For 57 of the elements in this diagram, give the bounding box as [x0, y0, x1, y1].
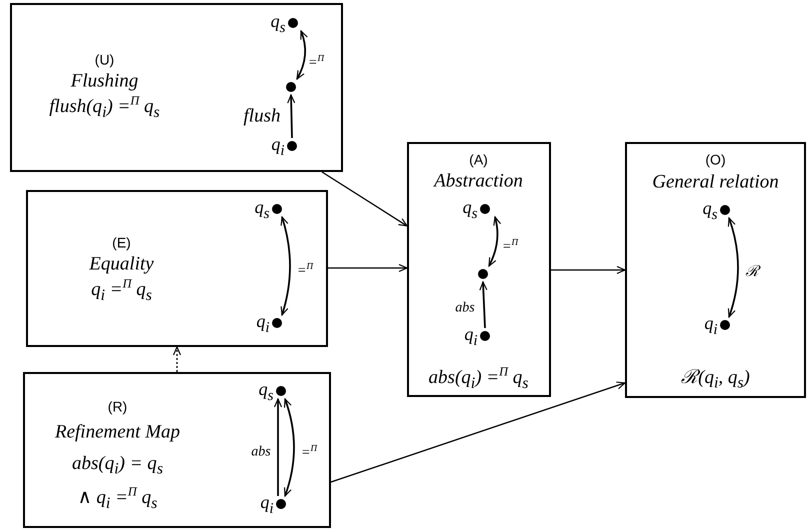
arrow [330, 382, 626, 483]
edge-label: flush [244, 106, 280, 128]
panel-title: Flushing [70, 71, 138, 92]
panel-title: General relation [652, 172, 779, 193]
state-label: q$_{s}$ [258, 380, 274, 404]
state-label: q$_{i}$ [260, 492, 274, 516]
state-label: q$_{s}$ [254, 198, 270, 222]
panel-title: Equality [89, 254, 154, 275]
state-dot [480, 204, 490, 214]
panel-tag: (O) [705, 152, 726, 168]
formula: flush(q$_{i}$) =$^{Π}$ q$_{s}$ [49, 94, 160, 121]
arrow [172, 346, 182, 372]
state-label: q$_{s}$ [462, 198, 478, 222]
state-dot [478, 268, 488, 278]
state-dot [272, 318, 282, 328]
arrow [728, 217, 739, 318]
panel-box [26, 190, 328, 347]
panel-tag: (R) [108, 398, 128, 414]
arrow [280, 216, 291, 316]
arrow [296, 30, 308, 80]
formula: ℛ(q$_{i}$, q$_{s}$) [681, 367, 750, 392]
arrow [328, 264, 408, 272]
state-dot [720, 204, 730, 214]
arrow [284, 398, 295, 497]
arrow [551, 266, 626, 274]
state-label: q$_{i}$ [464, 324, 478, 348]
arrow [322, 171, 408, 226]
formula: ∧ q$_{i}$ =$^{Π}$ q$_{s}$ [78, 485, 158, 512]
panel-tag: (U) [94, 52, 114, 68]
arrow [488, 216, 501, 267]
arrow [479, 281, 488, 328]
arrow [287, 94, 296, 138]
state-dot [720, 320, 730, 330]
state-dot [286, 140, 296, 150]
panel-tag: (E) [112, 234, 131, 250]
formula: abs(q$_{i}$) = q$_{s}$ [72, 453, 163, 478]
state-dot [276, 386, 286, 396]
panel-title: Refinement Map [54, 422, 180, 443]
state-label: q$_{s}$ [702, 198, 718, 222]
state-dot [272, 204, 282, 214]
panel-box [10, 3, 343, 172]
panel-title: Abstraction [434, 171, 523, 192]
state-label: q$_{i}$ [271, 134, 284, 158]
formula: q$_{i}$ =$^{Π}$ q$_{s}$ [91, 277, 152, 304]
panel-tag: (A) [469, 152, 488, 168]
state-dot [286, 82, 296, 92]
state-dot [480, 330, 490, 340]
formula: abs(q$_{i}$) =$^{Π}$ q$_{s}$ [428, 365, 528, 392]
arrow [274, 398, 282, 496]
state-dot [276, 498, 286, 508]
panel-box [23, 372, 331, 528]
state-label: q$_{i}$ [256, 312, 270, 336]
panel-box [625, 142, 806, 398]
state-dot [288, 18, 298, 28]
panel-box [407, 142, 551, 397]
state-label: q$_{s}$ [270, 12, 286, 36]
state-label: q$_{i}$ [704, 314, 718, 338]
